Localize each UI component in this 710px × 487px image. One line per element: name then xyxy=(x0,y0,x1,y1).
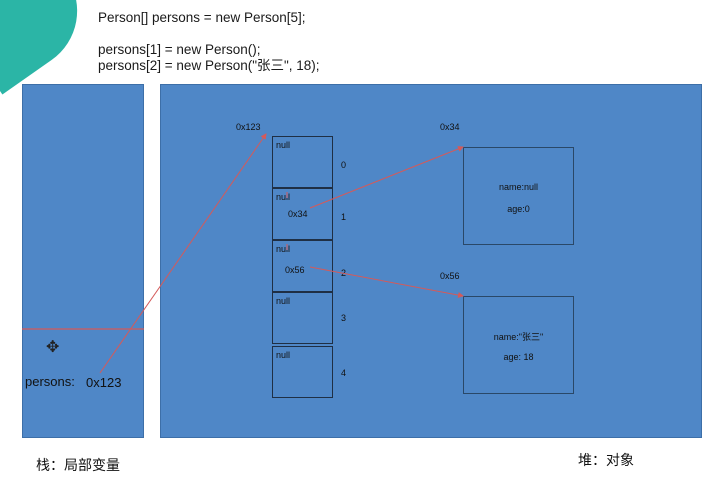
code-line-3: persons[2] = new Person("张三", 18); xyxy=(98,58,320,73)
index-4: 4 xyxy=(341,368,347,378)
stack-var-value: 0x123 xyxy=(86,375,122,390)
cell-1-ref: 0x34 xyxy=(288,209,308,219)
object-1-box: name:null age:0 xyxy=(463,147,574,245)
cell-2-value: null xyxy=(276,244,291,254)
cell-4-value: null xyxy=(276,350,291,360)
corner-decoration xyxy=(0,0,101,95)
object-2-name: name:"张三" xyxy=(493,332,544,342)
cell-1-value: null xyxy=(276,192,291,202)
code-line-2: persons[1] = new Person(); xyxy=(98,42,261,57)
index-1: 1 xyxy=(341,212,347,222)
code-line-1: Person[] persons = new Person[5]; xyxy=(98,10,306,25)
object-2-box: name:"张三" age: 18 xyxy=(463,296,574,394)
object-1-age: age:0 xyxy=(507,204,530,214)
object-2-address: 0x56 xyxy=(440,271,460,281)
heap-caption: 堆：对象 xyxy=(578,452,634,468)
array-cell-2: null 0x56 xyxy=(272,240,333,292)
array-cell-3: null xyxy=(272,292,333,344)
array-cell-1: null 0x34 xyxy=(272,188,333,240)
cell-2-ref: 0x56 xyxy=(285,265,305,275)
index-0: 0 xyxy=(341,160,347,170)
index-3: 3 xyxy=(341,313,347,323)
cursor-icon: ✥ xyxy=(46,339,60,356)
stack-caption: 栈：局部变量 xyxy=(36,457,120,473)
cell-0-value: null xyxy=(276,140,291,150)
object-2-age: age: 18 xyxy=(503,352,534,362)
heap-panel xyxy=(160,84,702,438)
index-2: 2 xyxy=(341,268,347,278)
object-1-name: name:null xyxy=(498,182,539,192)
array-address-label: 0x123 xyxy=(236,122,261,132)
cell-3-value: null xyxy=(276,296,291,306)
object-1-address: 0x34 xyxy=(440,122,460,132)
array-cell-4: null xyxy=(272,346,333,398)
stack-var-label: persons: xyxy=(25,374,75,389)
code-block: Person[] persons = new Person[5]; person… xyxy=(98,10,320,74)
array-cell-0: null xyxy=(272,136,333,188)
